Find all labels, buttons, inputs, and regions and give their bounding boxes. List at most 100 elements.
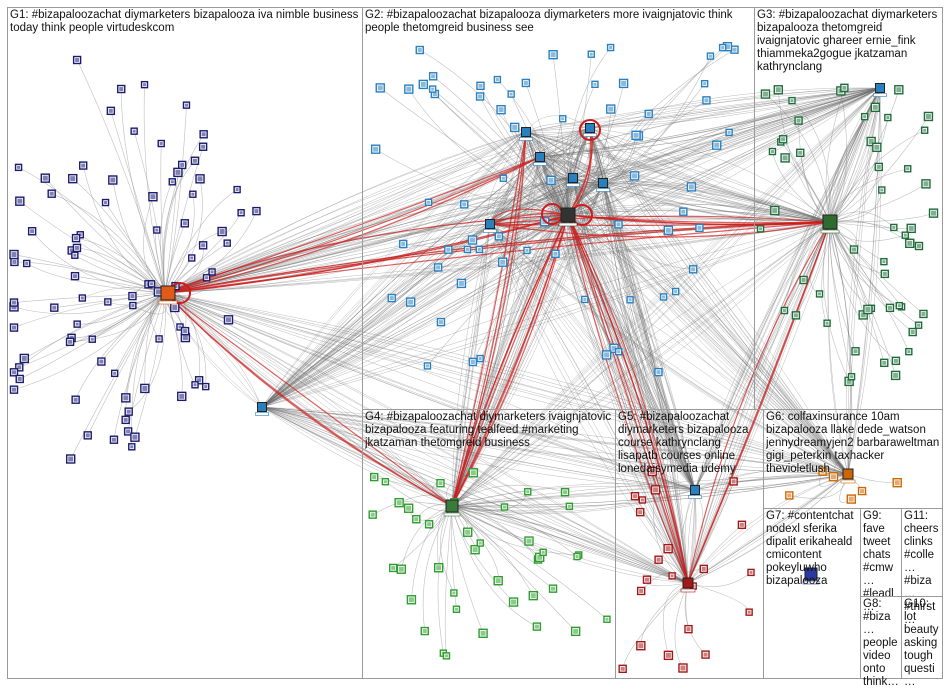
edge	[694, 87, 881, 491]
node-fill	[906, 167, 910, 171]
node-fill	[620, 666, 625, 671]
node-fill	[235, 188, 239, 192]
edge	[261, 406, 696, 491]
edge	[261, 182, 604, 408]
edge	[164, 194, 195, 294]
node-fill	[498, 107, 504, 113]
hub-node-caption	[483, 229, 497, 233]
edge	[818, 471, 849, 487]
edge	[539, 156, 696, 491]
edge	[525, 131, 849, 475]
node-fill	[567, 504, 571, 508]
edge	[164, 221, 831, 294]
edge	[572, 87, 881, 179]
edge	[589, 127, 849, 475]
edge	[539, 156, 696, 491]
node-fill	[205, 276, 209, 280]
edge	[572, 177, 689, 584]
node-fill	[703, 652, 708, 657]
edge	[489, 156, 541, 225]
node-fill	[75, 322, 79, 326]
edge	[164, 292, 696, 491]
node-fill	[470, 470, 476, 476]
edge	[451, 505, 578, 557]
edge	[261, 182, 604, 408]
edge	[489, 219, 831, 225]
node-fill	[126, 409, 131, 414]
node-fill	[537, 554, 543, 560]
node-fill	[182, 221, 187, 226]
edge	[261, 221, 831, 408]
group-panel-g4: G4: #bizapaloozachat diymarketers ivaign…	[362, 409, 616, 679]
edge	[567, 87, 881, 216]
edge	[539, 87, 881, 158]
node-fill	[219, 229, 225, 235]
node-fill	[732, 47, 737, 52]
edge	[164, 182, 604, 294]
edge	[602, 182, 849, 475]
edge	[829, 87, 881, 223]
node-fill	[551, 586, 556, 591]
edge	[448, 214, 569, 250]
edge	[829, 221, 896, 376]
node-fill	[897, 304, 901, 308]
node-fill	[389, 296, 394, 301]
edge	[589, 127, 849, 475]
edge	[164, 292, 696, 491]
edge	[567, 214, 694, 270]
edge	[164, 292, 849, 475]
node-fill	[923, 128, 927, 132]
edge	[589, 127, 831, 223]
edge	[164, 212, 242, 294]
edge	[261, 406, 453, 507]
edge	[829, 129, 925, 223]
edge	[539, 87, 881, 158]
hub-node	[804, 567, 818, 581]
edge	[567, 214, 849, 475]
edge	[589, 127, 849, 475]
node-fill	[197, 378, 202, 383]
edge	[261, 406, 696, 491]
edge	[525, 131, 831, 223]
node-fill	[770, 150, 774, 154]
node-fill	[75, 58, 80, 62]
edge	[451, 182, 604, 507]
edge	[489, 223, 849, 475]
edge	[87, 292, 166, 436]
hub-node-caption	[533, 162, 547, 166]
edge	[70, 292, 166, 460]
node-fill	[170, 180, 174, 184]
edge	[261, 406, 453, 507]
group-panel-g11: G11: cheers clinks #colle… #biza… #thirs…	[901, 508, 943, 626]
edge	[567, 214, 831, 223]
node-fill	[790, 99, 794, 103]
node-fill	[465, 529, 471, 535]
node-fill	[910, 330, 915, 335]
node-fill	[747, 610, 751, 614]
edge	[489, 223, 849, 475]
edge	[451, 221, 831, 507]
group-panel-g3: G3: #bizapaloozachat diymarketers bizapa…	[754, 7, 943, 410]
edge	[829, 117, 889, 223]
edge	[451, 127, 591, 507]
edge	[127, 292, 166, 432]
node-fill	[470, 359, 475, 364]
edge	[18, 167, 166, 294]
edge	[164, 292, 453, 507]
edge	[432, 88, 569, 216]
group-panel-g8: G8: #biza… people video onto think…	[860, 596, 902, 688]
edge	[825, 87, 845, 223]
node-fill	[132, 129, 136, 133]
edge	[539, 156, 696, 491]
edge	[261, 406, 849, 475]
node-fill	[892, 225, 896, 229]
hub-node	[160, 285, 176, 301]
edge	[489, 87, 881, 225]
node-fill	[191, 192, 195, 196]
node-fill	[553, 251, 558, 256]
node-fill	[143, 83, 147, 87]
node-fill	[665, 546, 671, 552]
node-fill	[108, 108, 113, 113]
edge	[589, 87, 881, 129]
